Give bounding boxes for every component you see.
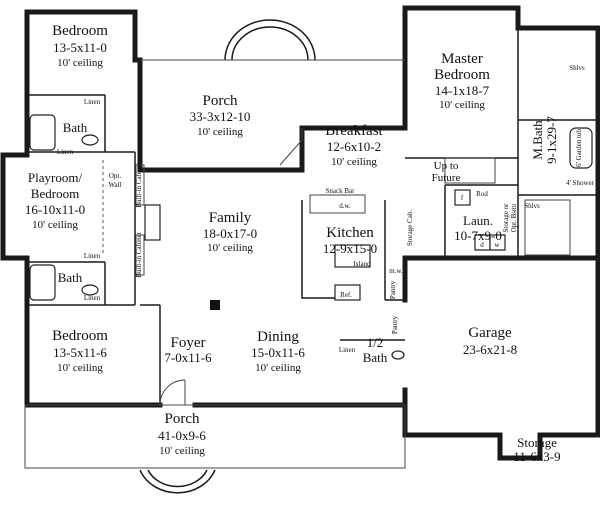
linen-mid-label: Linen [57,148,74,156]
island-label: Island [353,260,371,268]
breakfast-ceiling: 10' ceiling [331,156,377,168]
master-bedroom-line2: Bedroom [434,67,490,83]
linen-lower-label: Linen [84,252,101,260]
bedroom-top-name: Bedroom [52,23,108,39]
up-to-future-line2: Future [432,172,461,184]
storage-cab-label: Storage Cab. [406,210,414,246]
porch-rear-size: 33-3x12-10 [190,109,251,124]
bedroom-top-size: 13-5x11-0 [53,40,107,55]
shlvs-label-lower: Shlvs [524,202,540,210]
washer-label: w [494,241,500,249]
laundry-name: Laun. [463,213,493,228]
porch-rear-ceiling: 10' ceiling [197,126,243,138]
porch-front-size: 41-0x9-6 [158,428,206,443]
porch-front-name: Porch [165,411,200,427]
mw-label: m.w. [389,267,403,275]
built-in-cabinet-1: Built-in Cabinet [135,162,143,207]
linen-top-label: Linen [84,98,101,106]
half-bath-line2: Bath [363,350,388,365]
porch-rear-name: Porch [203,93,238,109]
dining-ceiling: 10' ceiling [255,362,301,374]
family-ceiling: 10' ceiling [207,242,253,254]
kitchen-size: 12-9x15-0 [323,241,377,256]
dryer-label: d [480,241,484,249]
freezer-label: f [461,194,464,202]
bath-top-name: Bath [63,120,88,135]
foyer-name: Foyer [171,335,206,351]
garage-size: 23-6x21-8 [463,342,517,357]
opt-wall-line2: Wall [108,181,121,189]
pantry-label-2: Pantry [391,315,399,334]
laundry-size: 10-7x9-0 [454,228,502,243]
built-in-cabinet-2: Built-in Cabinet [135,232,143,277]
dining-size: 15-0x11-6 [251,345,305,360]
playroom-size: 16-10x11-0 [25,202,85,217]
linen-halfbath-label: Linen [339,346,356,354]
bath-lower-name: Bath [58,270,83,285]
ref-label: Ref. [340,291,352,299]
storage-bsmt-line1: Storage or [502,203,510,233]
playroom-name-line1: Playroom/ [28,170,83,185]
breakfast-name: Breakfast [325,123,383,139]
master-bath-name: M.Bath [530,120,545,160]
master-bedroom-size: 14-1x18-7 [435,83,490,98]
fixtures [29,114,593,360]
master-bedroom-line1: Master [441,51,483,67]
half-bath-line1: 1/2 [367,335,384,350]
dining-name: Dining [257,329,299,345]
front-porch [24,379,406,494]
bedroom-bottom-size: 13-5x11-6 [53,345,107,360]
garden-tub-label: 6' Garden tub [575,129,583,167]
garage-name: Garage [468,325,512,341]
family-name: Family [209,210,252,226]
opt-wall-line1: Opt. [109,172,122,180]
storage-bsmt-line2: Opt. Bsmt [510,204,518,233]
shower-label: 4' Shower [566,179,595,187]
pantry-label-1: Pantry [389,280,397,299]
rod-label: Rod [476,190,488,198]
storage-size: 11-6x3-9 [513,449,560,464]
linen-bottom-label: Linen [84,294,101,302]
kitchen-name: Kitchen [326,225,374,241]
storage-name: Storage [517,435,557,450]
master-bath-size: 9-1x29-7 [544,116,559,164]
dw-label: d.w. [339,202,351,210]
playroom-name-line2: Bedroom [31,186,79,201]
playroom-ceiling: 10' ceiling [32,219,78,231]
master-bedroom-ceiling: 10' ceiling [439,99,485,111]
bedroom-bottom-name: Bedroom [52,328,108,344]
breakfast-size: 12-6x10-2 [327,139,381,154]
snack-bar-label: Snack Bar [326,187,356,195]
family-size: 18-0x17-0 [203,226,257,241]
shlvs-label-top: Shlvs [569,64,585,72]
foyer-size: 7-0x11-6 [164,350,212,365]
up-to-future-line1: Up to [434,160,459,172]
bedroom-top-ceiling: 10' ceiling [57,57,103,69]
rear-porch-bay [140,19,405,166]
bedroom-bottom-ceiling: 10' ceiling [57,362,103,374]
porch-front-ceiling: 10' ceiling [159,445,205,457]
